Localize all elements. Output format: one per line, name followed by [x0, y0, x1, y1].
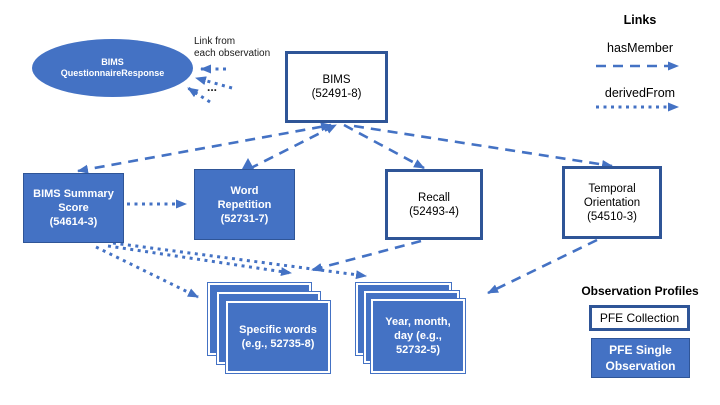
link-note: Link from each observation: [194, 36, 284, 60]
node-wordrep-line2: Repetition: [217, 198, 272, 211]
year-month-day-line3: 52732-5): [395, 344, 441, 356]
hasmember-arrow-bims-temporal: [353, 124, 613, 169]
node-summary-line3: (54614-3): [49, 216, 98, 228]
hasmember-arrow-wordrep-bims: [248, 123, 337, 171]
node-summary-line2: Score: [58, 202, 89, 214]
profiles-legend-collection-box: PFE Collection: [589, 305, 690, 331]
derivedfrom-arrow-summary-yearmonthday: [112, 241, 367, 280]
node-wordrep-line1: Word: [230, 184, 259, 197]
arrowhead-wordrep-top: [242, 158, 254, 169]
node-temporal-orientation: Temporal Orientation (54510-3): [562, 166, 662, 239]
specific-words-line1: Specific words: [239, 324, 317, 336]
hasmember-arrow-summary-bims: [77, 122, 332, 174]
ellipse-label-line1: BIMS: [101, 57, 124, 67]
profiles-single-line1: PFE Single: [609, 343, 672, 357]
questionnaire-response-ellipse: BIMS QuestionnaireResponse: [32, 39, 193, 97]
hasmember-arrow-bims-recall: [343, 123, 425, 170]
node-temporal-line3: (54510-3): [587, 210, 637, 223]
node-recall-line2: (52493-4): [409, 205, 459, 218]
node-bims: BIMS (52491-8): [285, 51, 388, 123]
links-legend-derivedfrom-label: derivedFrom: [604, 86, 676, 100]
year-month-day-line1: Year, month,: [385, 316, 451, 328]
links-legend: Links hasMember derivedFrom: [585, 13, 695, 100]
link-note-line1: Link from: [194, 36, 236, 47]
node-recall: Recall (52493-4): [385, 169, 483, 240]
link-arrow-observation-questionnaire-2: [195, 76, 233, 90]
hasmember-arrow-recall-specificwords: [311, 239, 422, 272]
links-legend-title: Links: [623, 13, 657, 27]
derivedfrom-arrow-summary-specificwords-top: [107, 244, 292, 276]
node-summary-line1: BIMS Summary: [33, 188, 114, 200]
specific-words-line2: (e.g., 52735-8): [241, 338, 315, 350]
profiles-legend: Observation Profiles: [578, 284, 702, 298]
specific-words-card-front: Specific words (e.g., 52735-8): [226, 301, 330, 373]
derivedfrom-arrow-summary-specificwords-left: [95, 245, 199, 299]
profiles-collection-label: PFE Collection: [599, 311, 680, 325]
node-temporal-line1: Temporal: [588, 182, 636, 195]
ellipse-label-line2: QuestionnaireResponse: [60, 68, 165, 78]
node-wordrep-line3: (52731-7): [220, 212, 269, 225]
node-word-repetition: Word Repetition (52731-7): [194, 169, 295, 240]
profiles-legend-title: Observation Profiles: [581, 284, 699, 298]
profiles-single-line2: Observation: [605, 359, 676, 373]
node-bims-line1: BIMS: [322, 74, 351, 86]
hasmember-arrow-temporal-yearmonthday: [487, 238, 598, 295]
profiles-legend-single-box: PFE Single Observation: [591, 338, 690, 378]
link-note-line2: each observation: [194, 48, 271, 59]
link-ellipsis: ...: [207, 80, 218, 94]
node-summary-score: BIMS Summary Score (54614-3): [23, 173, 124, 243]
year-month-day-card-front: Year, month, day (e.g., 52732-5): [371, 299, 465, 373]
node-recall-line1: Recall: [418, 191, 450, 204]
year-month-day-line2: day (e.g.,: [394, 330, 442, 342]
links-legend-hasmember-label: hasMember: [607, 41, 673, 55]
node-bims-line2: (52491-8): [311, 88, 362, 100]
node-temporal-line2: Orientation: [583, 196, 641, 209]
